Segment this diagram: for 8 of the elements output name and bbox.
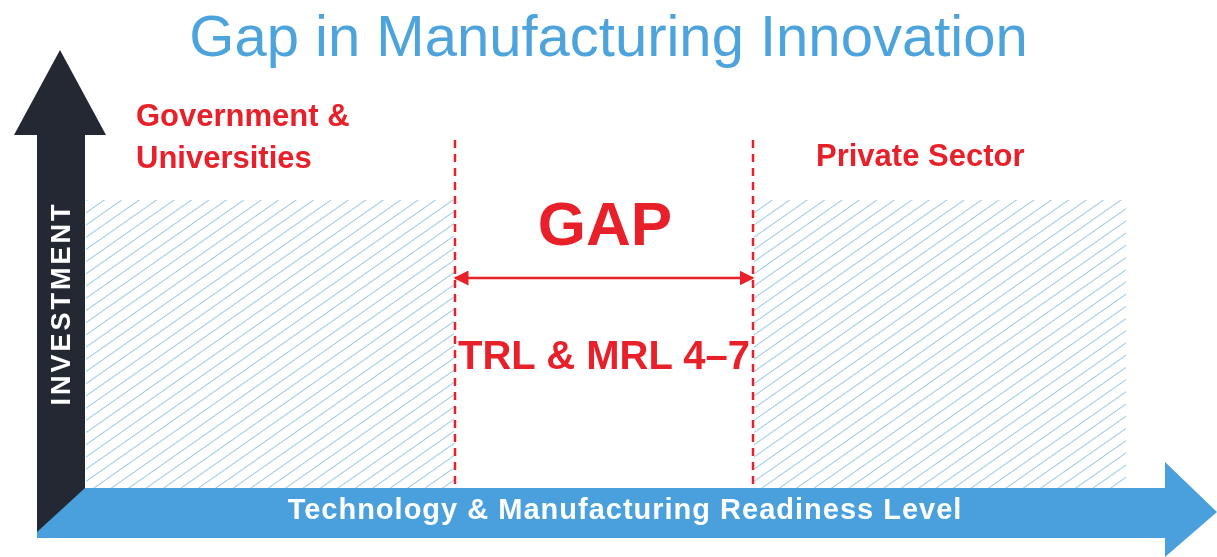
double-arrow [453, 270, 755, 286]
title: Gap in Manufacturing Innovation [188, 2, 1029, 69]
gap-label: GAP [536, 188, 674, 259]
axis-label: Technology & Manufacturing Readiness Level [286, 493, 964, 526]
region-heading: Private Sector [816, 137, 1026, 175]
level-label: TRL & MRL 4–7 [457, 332, 751, 379]
axis-label: INVESTMENT [45, 200, 77, 408]
region-heading: Government & Universities [136, 97, 351, 177]
